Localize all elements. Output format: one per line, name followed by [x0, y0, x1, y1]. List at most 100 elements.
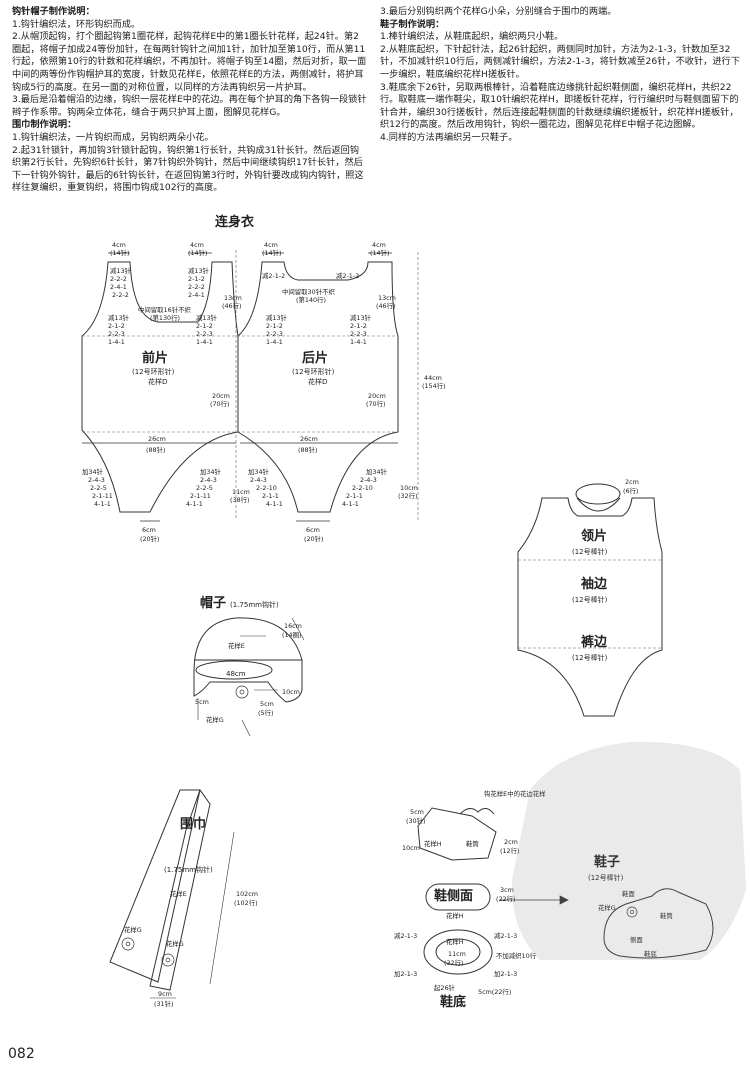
body-height-rows: (70行)	[210, 399, 230, 408]
neck-size-rows: (6行)	[623, 486, 638, 495]
front-leg-inc-r4: 4-1-1	[186, 500, 203, 508]
scarf-length-cm: 102cm	[236, 890, 258, 898]
back-strap-left-st: (14针)	[262, 248, 282, 257]
front-leg-inc-r2: 2-2-5	[196, 484, 213, 492]
front-dec-right-3: 2-4-1	[188, 291, 205, 299]
leg-height-cm: 11cm	[232, 488, 250, 496]
hat-size-cm: 16cm	[284, 622, 302, 630]
arm-height-right-cm: 13cm	[378, 294, 396, 302]
watermark-seal-icon	[511, 741, 746, 960]
shoe-side-length: 10cm	[402, 844, 420, 852]
front-dec-right-1: 2-1-2	[188, 275, 205, 283]
neck-edge-name: 领片	[581, 528, 607, 544]
scarf-flower-left: 花样G	[124, 925, 142, 934]
scarf-length-rows: (102行)	[234, 898, 258, 907]
front-arm-left-3: 1-4-1	[108, 338, 125, 346]
back-arm-right-2: 2-2-3	[350, 330, 367, 338]
back-leg-inc-r3: 2-1-1	[346, 492, 363, 500]
scarf-step-2: 2.起31针锁针，再加钩3针锁针起钩，钩织第1行长针，共钩成31针长针。然后返回…	[12, 144, 364, 194]
shoe-side-pattern: 花样H	[446, 911, 464, 920]
back-leg-inc-4: 4-1-1	[266, 500, 283, 508]
hat-ear-side: 5cm	[195, 698, 209, 706]
back-strap-right-st: (14针)	[370, 248, 390, 257]
back-arm-left-2: 2-2-3	[266, 330, 283, 338]
scarf-flower-icon-right	[161, 953, 175, 967]
shoe-sole-pattern: 花样H	[446, 937, 464, 946]
neck-edge-note: (12号棒针)	[572, 547, 608, 556]
arm-height-cm: 13cm	[224, 294, 242, 302]
sleeve-edge-note: (12号棒针)	[572, 595, 608, 604]
front-leg-inc-1: 2-4-3	[88, 476, 105, 484]
shoe-flower-icon	[626, 906, 638, 918]
back-neck-right: 减2-1-2	[336, 271, 359, 280]
front-leg-inc-r3: 2-1-11	[190, 492, 211, 500]
shoe-no-change: 不加减织10行	[496, 951, 537, 960]
front-arm-right-1: 2-1-2	[196, 322, 213, 330]
front-width-st: (88针)	[146, 445, 166, 454]
total-height-rows: (154行)	[422, 381, 446, 390]
front-center-rows: (第130行)	[150, 313, 180, 322]
front-dec-left-0: 减13针	[110, 266, 132, 275]
arm-height-right-rows: (46行)	[376, 301, 396, 310]
back-piece-note: (12号环形针)	[292, 367, 335, 376]
pants-edge-name: 裤边	[580, 634, 608, 650]
arm-height-rows: (46行)	[222, 301, 242, 310]
shoe-sole-width: 5cm(22行)	[478, 987, 511, 996]
scarf-note: (1.75mm钩针)	[164, 865, 213, 874]
shoe-step-1: 1.棒针编织法，从鞋底起织，编织两只小鞋。	[380, 31, 564, 43]
shoe-step-2: 2.从鞋底起织，下针起针法，起26针起织，两侧同时加针，方法为2-1-3，针数加…	[380, 43, 740, 80]
shoe-inc-left: 加2-1-3	[394, 969, 417, 978]
hat-flower-icon	[235, 685, 249, 699]
leg-side-rows: (32行)	[398, 491, 418, 500]
front-arm-right-2: 2-2-3	[196, 330, 213, 338]
hat-title: 帽子	[200, 595, 226, 611]
back-center-rows: (第140行)	[296, 295, 326, 304]
front-dec-left-1: 2-2-2	[110, 275, 127, 283]
shoe-final-tongue: 鞋筒	[660, 911, 673, 920]
front-leg-inc-2: 2-2-5	[90, 484, 107, 492]
back-strap-left-cm: 4cm	[264, 241, 278, 249]
shoe-side-height-rows: (22行)	[496, 894, 516, 903]
shoe-cast-on: 起26针	[434, 983, 456, 992]
front-dec-left-3: 2-2-2	[112, 291, 129, 299]
back-width-st: (88针)	[298, 445, 318, 454]
body-height-right-cm: 20cm	[368, 392, 386, 400]
back-leg-inc-r4: 4-1-1	[342, 500, 359, 508]
front-arm-left-0: 减13针	[108, 313, 130, 322]
shoe-final-sole: 鞋底	[644, 949, 657, 958]
sleeve-edge-name: 袖边	[581, 576, 608, 592]
instructions-left-column: 钩针帽子制作说明： 1.钩针编织法，环形钩织而成。 2.从帽顶起钩，打个圈起钩第…	[12, 6, 368, 194]
front-strap-left-st: (14针)	[110, 248, 130, 257]
front-width-cm: 26cm	[148, 435, 166, 443]
back-arm-right-1: 2-1-2	[350, 322, 367, 330]
shoe-pattern-h: 花样H	[424, 839, 442, 848]
hat-note: (1.75mm钩针)	[230, 600, 279, 609]
hat-ear-height-rows: (5行)	[258, 708, 273, 717]
pants-edge-note: (12号棒针)	[572, 653, 608, 662]
hat-step-2: 2.从帽顶起钩，打个圈起钩第1圈花样，起钩花样E中的第1圈长针花样，起24针。第…	[12, 31, 367, 93]
front-center-note: 中间留取16针不织	[138, 305, 191, 314]
romper-front-outline	[81, 261, 239, 513]
total-height-cm: 44cm	[424, 374, 442, 382]
front-arm-right-0: 减13针	[196, 313, 218, 322]
shoe-sole-title: 鞋底	[440, 994, 466, 1010]
leg-height-rows: (38行)	[230, 495, 250, 504]
front-piece-name: 前片	[142, 350, 168, 366]
romper-title: 连身衣	[215, 214, 254, 230]
scarf-title: 围巾	[180, 816, 206, 832]
back-crotch-cm: 6cm	[306, 526, 320, 534]
front-leg-inc-r0: 加34针	[200, 467, 222, 476]
shoe-inc-right: 加2-1-3	[494, 969, 517, 978]
scarf-width-st: (31针)	[154, 999, 174, 1008]
scarf-instructions-title: 围巾制作说明：	[12, 119, 77, 131]
scarf-pattern: 花样E	[170, 889, 187, 898]
shoe-side-title: 鞋侧面	[434, 888, 473, 904]
front-strap-right-cm: 4cm	[190, 241, 204, 249]
shoe-top-outline	[417, 807, 497, 861]
shoe-sole-outline	[423, 929, 493, 975]
front-strap-left-cm: 4cm	[112, 241, 126, 249]
back-neck-left: 减2-1-2	[262, 271, 285, 280]
scarf-step-3: 3.最后分别钩织两个花样G小朵，分别缝合于围巾的两端。	[380, 6, 617, 17]
back-leg-inc-r0: 加34针	[366, 467, 388, 476]
scarf-outline	[109, 788, 211, 991]
